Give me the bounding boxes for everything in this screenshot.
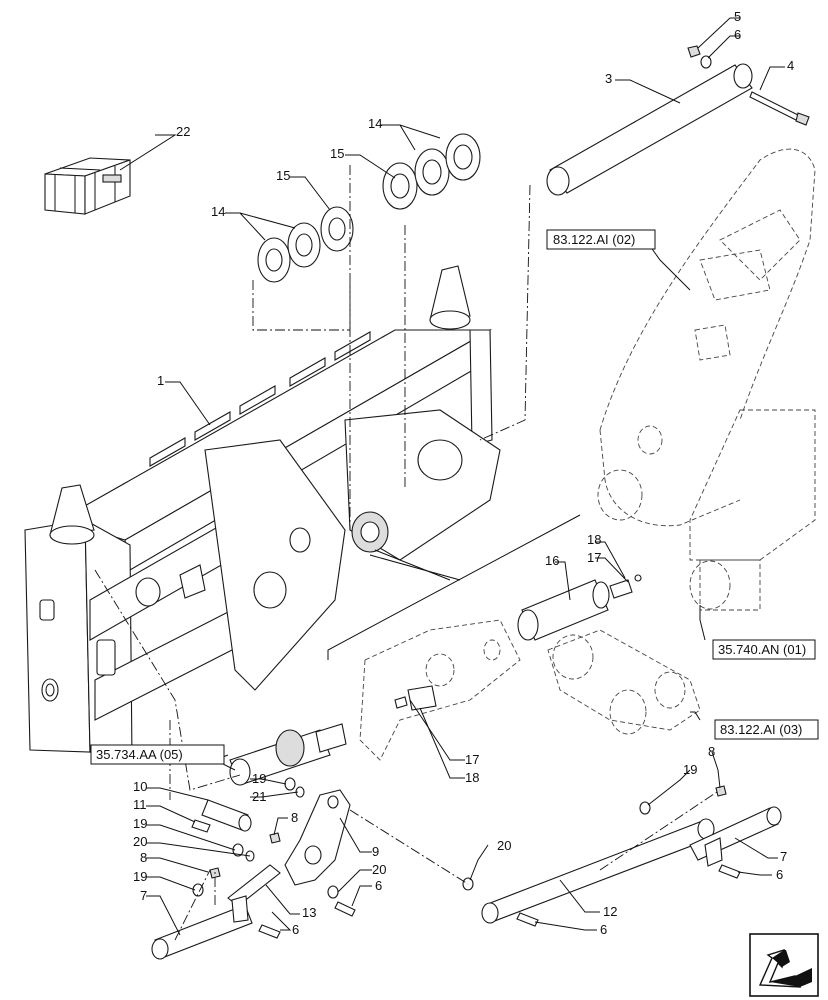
crate-kit-icon (44, 157, 131, 215)
bracket-ghost (359, 619, 521, 761)
part-number-label: 20 (372, 862, 386, 877)
part-number-label: 7 (780, 849, 787, 864)
part-number-label: 13 (302, 905, 316, 920)
pin-7-left (151, 904, 253, 960)
part-number-label: 1 (157, 373, 164, 388)
part-number-label: 17 (587, 550, 601, 565)
pivot-pin (546, 63, 753, 196)
ref-box-83-122-ai-02[interactable]: 83.122.AI (02) (546, 229, 656, 250)
washer-stack-left (257, 206, 354, 283)
part-number-label: 17 (465, 752, 479, 767)
svg-text:35.734.AA (05): 35.734.AA (05) (96, 747, 183, 762)
hardware (192, 696, 741, 939)
cylinder (229, 723, 347, 786)
loader-arm-ghost (597, 148, 816, 611)
part-number-label: 6 (776, 867, 783, 882)
part-number-label: 11 (133, 797, 147, 812)
svg-text:83.122.AI (02): 83.122.AI (02) (553, 232, 635, 247)
bolt-3 (749, 91, 810, 126)
part-number-label: 16 (545, 553, 559, 568)
pin-16 (517, 579, 610, 641)
leader-lines (119, 17, 785, 936)
part-number-label: 18 (465, 770, 479, 785)
part-number-label: 6 (375, 878, 382, 893)
part-number-label: 8 (291, 810, 298, 825)
part-number-label: 8 (140, 850, 147, 865)
pin-11 (191, 819, 211, 833)
part-number-label: 10 (133, 779, 147, 794)
part-number-label: 4 (787, 58, 794, 73)
part-number-label: 20 (497, 838, 511, 853)
svg-text:83.122.AI (03): 83.122.AI (03) (720, 722, 802, 737)
part-number-label: 7 (140, 888, 147, 903)
part-number-label: 20 (133, 834, 147, 849)
ref-box-35-740-an-01[interactable]: 35.740.AN (01) (712, 639, 816, 660)
ref-box-35-734-aa-05[interactable]: 35.734.AA (05) (90, 744, 225, 765)
part-number-label: 8 (708, 744, 715, 759)
ref-box-83-122-ai-03[interactable]: 83.122.AI (03) (714, 719, 819, 740)
part-number-label: 19 (133, 816, 147, 831)
link-rod-12 (481, 818, 715, 924)
part-number-label: 22 (176, 124, 190, 139)
part-number-label: 6 (600, 922, 607, 937)
latch-lever-9 (284, 789, 351, 886)
spacer-10 (201, 799, 252, 832)
retainer-plate-17 (609, 574, 642, 599)
part-number-label: 6 (734, 27, 741, 42)
arrow-nav-icon[interactable] (749, 933, 819, 997)
part-number-label: 14 (368, 116, 382, 131)
link-arm-ghost (547, 629, 701, 735)
part-labels: 5 6 4 3 14 22 15 15 14 1 16 18 17 17 18 … (133, 9, 794, 937)
part-number-label: 21 (252, 789, 266, 804)
svg-text:35.740.AN (01): 35.740.AN (01) (718, 642, 806, 657)
nut-4-washer-5 (687, 45, 712, 69)
part-number-label: 14 (211, 204, 225, 219)
section-lines (327, 514, 581, 660)
lever-13 (227, 864, 281, 923)
part-number-label: 5 (734, 9, 741, 24)
part-number-label: 19 (133, 869, 147, 884)
coupler-frame (24, 265, 501, 761)
part-number-label: 15 (330, 146, 344, 161)
pin-7-right (689, 806, 782, 867)
part-number-label: 3 (605, 71, 612, 86)
part-number-label: 18 (587, 532, 601, 547)
part-number-label: 19 (252, 771, 266, 786)
part-number-label: 15 (276, 168, 290, 183)
part-number-label: 19 (683, 762, 697, 777)
part-number-label: 12 (603, 904, 617, 919)
part-number-label: 9 (372, 844, 379, 859)
part-number-label: 6 (292, 922, 299, 937)
washer-stack-right (382, 133, 481, 210)
